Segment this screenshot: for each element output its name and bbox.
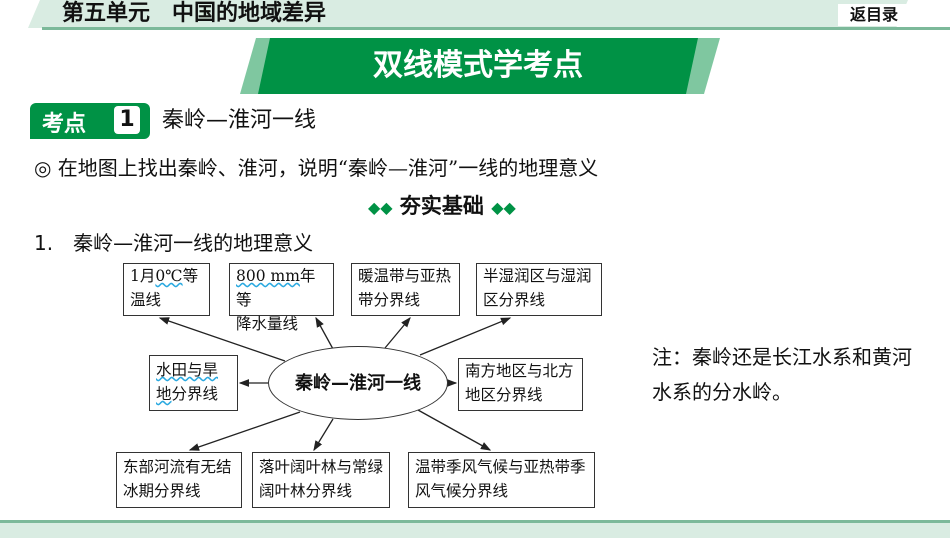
box-river-freezing: 东部河流有无结冰期分界线 [116, 452, 242, 508]
box-temperate-zone: 暖温带与亚热带分界线 [351, 263, 460, 316]
box-climate-type: 温带季风气候与亚热带季风气候分界线 [408, 452, 595, 508]
box-paddy-dryland: 水田与旱地分界线 [149, 355, 238, 411]
box-text: 降水量线 [236, 315, 299, 333]
box-text: 1月 [130, 267, 156, 285]
box-text: 年等 [236, 267, 316, 309]
note-text: 注：秦岭还是长江水系和黄河水系的分水岭。 [652, 345, 912, 404]
unit-title: 第五单元 中国的地域差异 [62, 1, 327, 26]
box-precipitation-line: 800 mm年等降水量线 [229, 263, 334, 333]
box-text-emphasis: 地 [156, 385, 172, 403]
center-ellipse: 秦岭—淮河一线 [268, 346, 448, 420]
box-january-isotherm: 1月0℃等温线 [123, 263, 210, 316]
diamond-icon: ◆◆ [491, 198, 516, 217]
back-to-contents-button[interactable]: 返目录 [838, 4, 911, 26]
box-text-emphasis: 水田与旱 [156, 361, 219, 379]
box-humidity-zone: 半湿润区与湿润区分界线 [476, 263, 602, 316]
footer-band [0, 520, 950, 538]
box-text: 温线 [130, 291, 162, 309]
subheading-text: 夯实基础 [399, 194, 484, 218]
box-forest-type: 落叶阔叶林与常绿阔叶林分界线 [252, 452, 390, 508]
section-banner: 双线模式学考点 [258, 38, 698, 94]
header-band [28, 0, 908, 28]
subheading: ◆◆ 夯实基础 ◆◆ [368, 190, 516, 220]
box-text: 分界线 [171, 385, 219, 403]
item-heading: 1. 秦岭—淮河一线的地理意义 [34, 231, 314, 255]
kaodian-title: 秦岭—淮河一线 [162, 108, 317, 133]
box-text-emphasis: 0℃ [155, 267, 183, 285]
kaodian-label: 考点 [42, 112, 87, 137]
box-north-south: 南方地区与北方地区分界线 [458, 358, 583, 411]
diamond-icon: ◆◆ [368, 198, 393, 217]
header-divider [42, 27, 950, 30]
box-text: 等 [182, 267, 199, 285]
kaodian-number: 1 [114, 106, 140, 134]
requirement-text: ◎ 在地图上找出秦岭、淮河，说明“秦岭—淮河”一线的地理意义 [34, 156, 599, 180]
box-text-emphasis: 800 mm [236, 267, 300, 285]
